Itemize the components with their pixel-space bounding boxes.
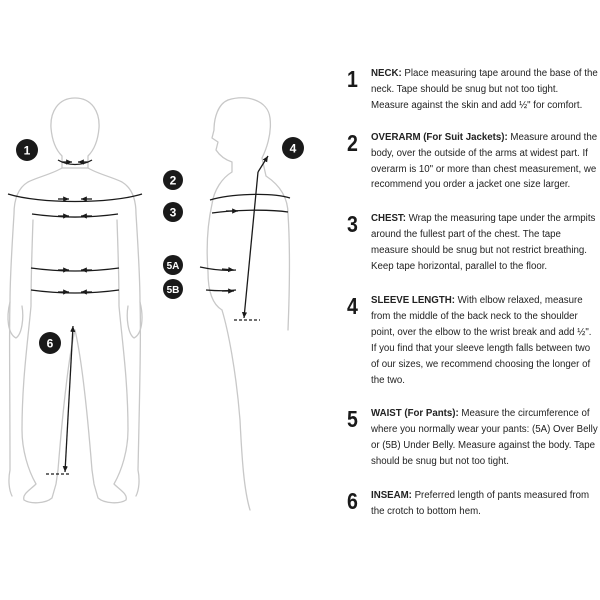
sleeve-arrow-down bbox=[241, 171, 259, 319]
measurement-figure: 1 2 3 4 5A 5B 6 bbox=[7, 97, 304, 511]
svg-text:5A: 5A bbox=[167, 261, 180, 272]
side-chest-tape bbox=[211, 209, 289, 214]
badge-1: 1 bbox=[16, 139, 38, 161]
waist-5a-tape bbox=[30, 267, 120, 272]
step-title: WAIST (For Pants): bbox=[371, 408, 459, 420]
step-title: CHEST: bbox=[371, 213, 406, 225]
badge-2: 2 bbox=[163, 170, 183, 190]
badge-4: 4 bbox=[282, 137, 304, 159]
step-description: Preferred length of pants measured from … bbox=[371, 490, 590, 517]
step-description: Wrap the measuring tape under the armpit… bbox=[371, 213, 596, 273]
badge-3: 3 bbox=[163, 202, 183, 222]
step-number: 3 bbox=[347, 211, 358, 238]
step-title: INSEAM: bbox=[371, 490, 412, 502]
step-neck: 1 NECK: Place measuring tape around the … bbox=[344, 66, 598, 114]
step-number: 5 bbox=[347, 406, 358, 433]
waist-5b-tape bbox=[30, 289, 120, 294]
step-waist: 5 WAIST (For Pants): Measure the circumf… bbox=[344, 406, 598, 470]
overarm-tape bbox=[7, 193, 143, 203]
step-description: With elbow relaxed, measure from the mid… bbox=[371, 294, 592, 386]
side-overarm-tape bbox=[209, 193, 291, 201]
front-measurements bbox=[7, 159, 143, 475]
step-title: NECK: bbox=[371, 68, 402, 79]
badge-5a: 5A bbox=[163, 255, 183, 275]
step-number: 4 bbox=[347, 292, 358, 319]
inseam-arrow bbox=[62, 325, 76, 473]
step-sleeve-length: 4 SLEEVE LENGTH: With elbow relaxed, mea… bbox=[344, 293, 598, 388]
step-description: Place measuring tape around the base of … bbox=[371, 68, 598, 111]
side-waist-5a-arrow bbox=[221, 266, 235, 273]
side-body-outline bbox=[206, 97, 291, 511]
step-number: 1 bbox=[347, 66, 358, 92]
side-measurements bbox=[199, 155, 291, 321]
badge-6: 6 bbox=[39, 332, 61, 354]
svg-text:4: 4 bbox=[290, 142, 297, 156]
step-number: 2 bbox=[347, 129, 358, 156]
step-chest: 3 CHEST: Wrap the measuring tape under t… bbox=[344, 211, 598, 275]
step-overarm: 2 OVERARM (For Suit Jackets): Measure ar… bbox=[344, 130, 598, 194]
svg-text:2: 2 bbox=[170, 174, 177, 188]
svg-text:3: 3 bbox=[170, 206, 177, 220]
step-title: OVERARM (For Suit Jackets): bbox=[371, 131, 508, 143]
svg-text:1: 1 bbox=[24, 144, 31, 158]
step-title: SLEEVE LENGTH: bbox=[371, 294, 455, 306]
neck-tape bbox=[57, 159, 93, 166]
sleeve-arrow-neck bbox=[257, 155, 269, 173]
chest-tape bbox=[31, 213, 119, 218]
step-description: Measure the circumference of where you n… bbox=[371, 408, 598, 468]
step-description: Measure around the body, over the outsid… bbox=[371, 131, 598, 191]
badge-5b: 5B bbox=[163, 279, 183, 299]
svg-text:6: 6 bbox=[47, 337, 54, 351]
step-inseam: 6 INSEAM: Preferred length of pants meas… bbox=[344, 488, 598, 520]
step-number: 6 bbox=[347, 488, 358, 515]
svg-text:5B: 5B bbox=[167, 285, 180, 296]
measurement-instructions: 1 NECK: Place measuring tape around the … bbox=[344, 66, 598, 520]
